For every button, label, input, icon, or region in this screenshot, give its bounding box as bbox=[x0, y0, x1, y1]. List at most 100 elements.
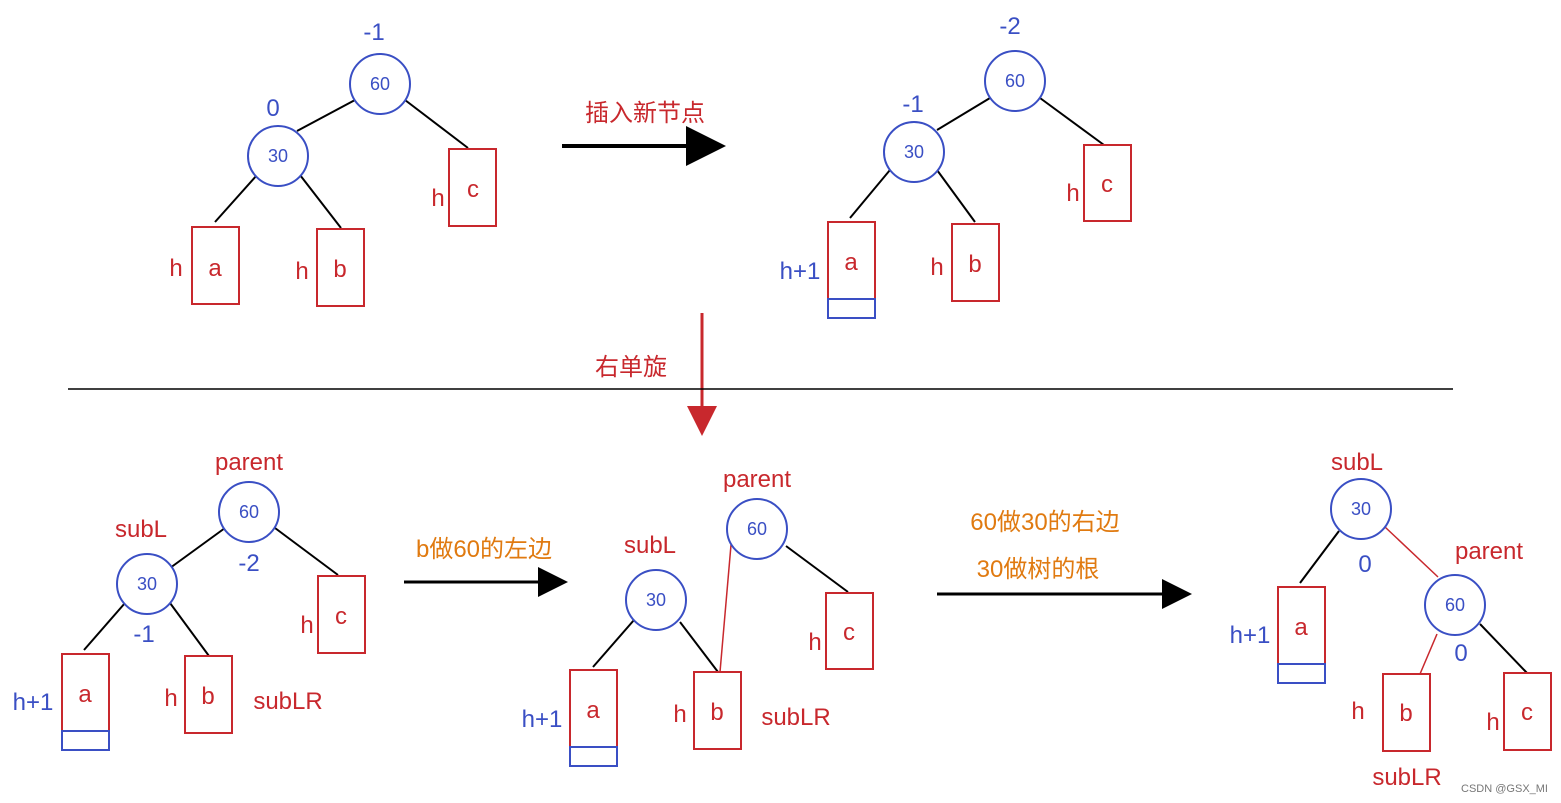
edge bbox=[296, 99, 356, 132]
subtree-c-label: c bbox=[843, 619, 855, 646]
edge bbox=[169, 527, 226, 569]
height-label: h+1 bbox=[522, 706, 563, 733]
subtree-a-label: a bbox=[844, 249, 858, 276]
subtree-b bbox=[951, 223, 1000, 302]
node-30 bbox=[247, 125, 309, 187]
node-60 bbox=[1424, 574, 1486, 636]
node-30-label: 30 bbox=[904, 142, 924, 162]
balance-factor: -2 bbox=[999, 13, 1020, 40]
subtree-b-label: b bbox=[333, 256, 346, 283]
balance-factor: 0 bbox=[1454, 640, 1467, 667]
subtree-c bbox=[1083, 144, 1132, 222]
node-30 bbox=[625, 569, 687, 631]
edge-new-link bbox=[1384, 526, 1439, 578]
pointer-parent: parent bbox=[1455, 538, 1523, 565]
subtree-b bbox=[693, 671, 742, 750]
height-label: h bbox=[164, 685, 177, 712]
edge bbox=[936, 169, 976, 223]
subtree-a-label: a bbox=[1294, 614, 1308, 641]
subtree-b bbox=[316, 228, 365, 307]
insert-step: 插入新节点 bbox=[562, 100, 726, 166]
edge bbox=[592, 619, 635, 668]
subtree-b bbox=[1382, 673, 1431, 752]
tree-after-insert: 60 30 -2 -1 a h+1 b h c h bbox=[780, 13, 1132, 319]
tree-labeled-pointers: 60 30 parent subL -2 -1 a h+1 b h subLR … bbox=[13, 449, 366, 751]
balance-factor: -2 bbox=[238, 550, 259, 577]
edge bbox=[936, 97, 991, 131]
new-node-slot bbox=[827, 298, 876, 319]
pointer-subLR: subLR bbox=[761, 704, 830, 731]
edge bbox=[404, 99, 469, 149]
node-30-label: 30 bbox=[1351, 499, 1371, 519]
pointer-parent: parent bbox=[215, 449, 283, 476]
edge bbox=[849, 169, 891, 219]
subtree-a bbox=[191, 226, 240, 305]
step-label-b-left: b做60的左边 bbox=[416, 536, 552, 563]
new-node-slot bbox=[1277, 663, 1326, 684]
pointer-parent: parent bbox=[723, 466, 791, 493]
edge bbox=[214, 174, 258, 223]
height-label: h bbox=[1351, 698, 1364, 725]
height-label: h bbox=[431, 185, 444, 212]
node-60 bbox=[984, 50, 1046, 112]
subtree-a-label: a bbox=[586, 697, 600, 724]
edge bbox=[785, 545, 849, 593]
pointer-subL: subL bbox=[1331, 449, 1383, 476]
subtree-c bbox=[317, 575, 366, 654]
height-label: h+1 bbox=[13, 689, 54, 716]
balance-factor: -1 bbox=[133, 621, 154, 648]
new-node-slot bbox=[569, 746, 618, 767]
pointer-subL: subL bbox=[624, 532, 676, 559]
node-30 bbox=[883, 121, 945, 183]
step-rotate-complete: 60做30的右边 30做树的根 bbox=[937, 509, 1192, 609]
subtree-c-label: c bbox=[335, 603, 347, 630]
rotate-step: 右单旋 bbox=[595, 313, 717, 436]
height-label: h+1 bbox=[780, 258, 821, 285]
subtree-a bbox=[61, 653, 110, 732]
height-label: h bbox=[673, 701, 686, 728]
subtree-a-label: a bbox=[208, 255, 222, 282]
pointer-subLR: subLR bbox=[253, 688, 322, 715]
subtree-b-label: b bbox=[710, 699, 723, 726]
edge-new-link bbox=[719, 544, 732, 673]
edge bbox=[169, 602, 210, 657]
tree-relinked: 60 30 parent subL a h+1 b h subLR c h bbox=[522, 466, 874, 767]
edge bbox=[274, 527, 339, 576]
node-60 bbox=[726, 498, 788, 560]
height-label: h+1 bbox=[1230, 622, 1271, 649]
pointer-subLR: subLR bbox=[1372, 764, 1441, 791]
step-label-60-right: 60做30的右边 bbox=[970, 509, 1119, 536]
subtree-c bbox=[825, 592, 874, 670]
height-label: h bbox=[1066, 180, 1079, 207]
subtree-c bbox=[1503, 672, 1552, 751]
step-label-rotate: 右单旋 bbox=[595, 354, 667, 381]
node-60-label: 60 bbox=[370, 74, 390, 94]
balance-factor: -1 bbox=[902, 91, 923, 118]
node-60 bbox=[349, 53, 411, 115]
node-30 bbox=[1330, 478, 1392, 540]
node-30 bbox=[116, 553, 178, 615]
node-60-label: 60 bbox=[1005, 71, 1025, 91]
node-60-label: 60 bbox=[747, 519, 767, 539]
subtree-a-label: a bbox=[78, 681, 92, 708]
node-30-label: 30 bbox=[137, 574, 157, 594]
edge bbox=[679, 621, 719, 673]
subtree-b-label: b bbox=[968, 251, 981, 278]
subtree-c bbox=[448, 148, 497, 227]
height-label: h bbox=[169, 255, 182, 282]
edge-new-link bbox=[1419, 633, 1438, 675]
node-60-label: 60 bbox=[1445, 595, 1465, 615]
height-label: h bbox=[300, 612, 313, 639]
node-60-label: 60 bbox=[239, 502, 259, 522]
edge bbox=[1299, 530, 1340, 584]
subtree-c-label: c bbox=[1101, 171, 1113, 198]
step-b-left: b做60的左边 bbox=[404, 536, 568, 597]
edge bbox=[1479, 623, 1528, 674]
watermark: CSDN @GSX_MI bbox=[1461, 783, 1548, 795]
height-label: h bbox=[1486, 709, 1499, 736]
tree-after-rotation: 30 60 subL parent 0 0 a h+1 b h subLR c … bbox=[1230, 449, 1552, 791]
height-label: h bbox=[808, 629, 821, 656]
subtree-a bbox=[1277, 586, 1326, 665]
node-30-label: 30 bbox=[646, 590, 666, 610]
